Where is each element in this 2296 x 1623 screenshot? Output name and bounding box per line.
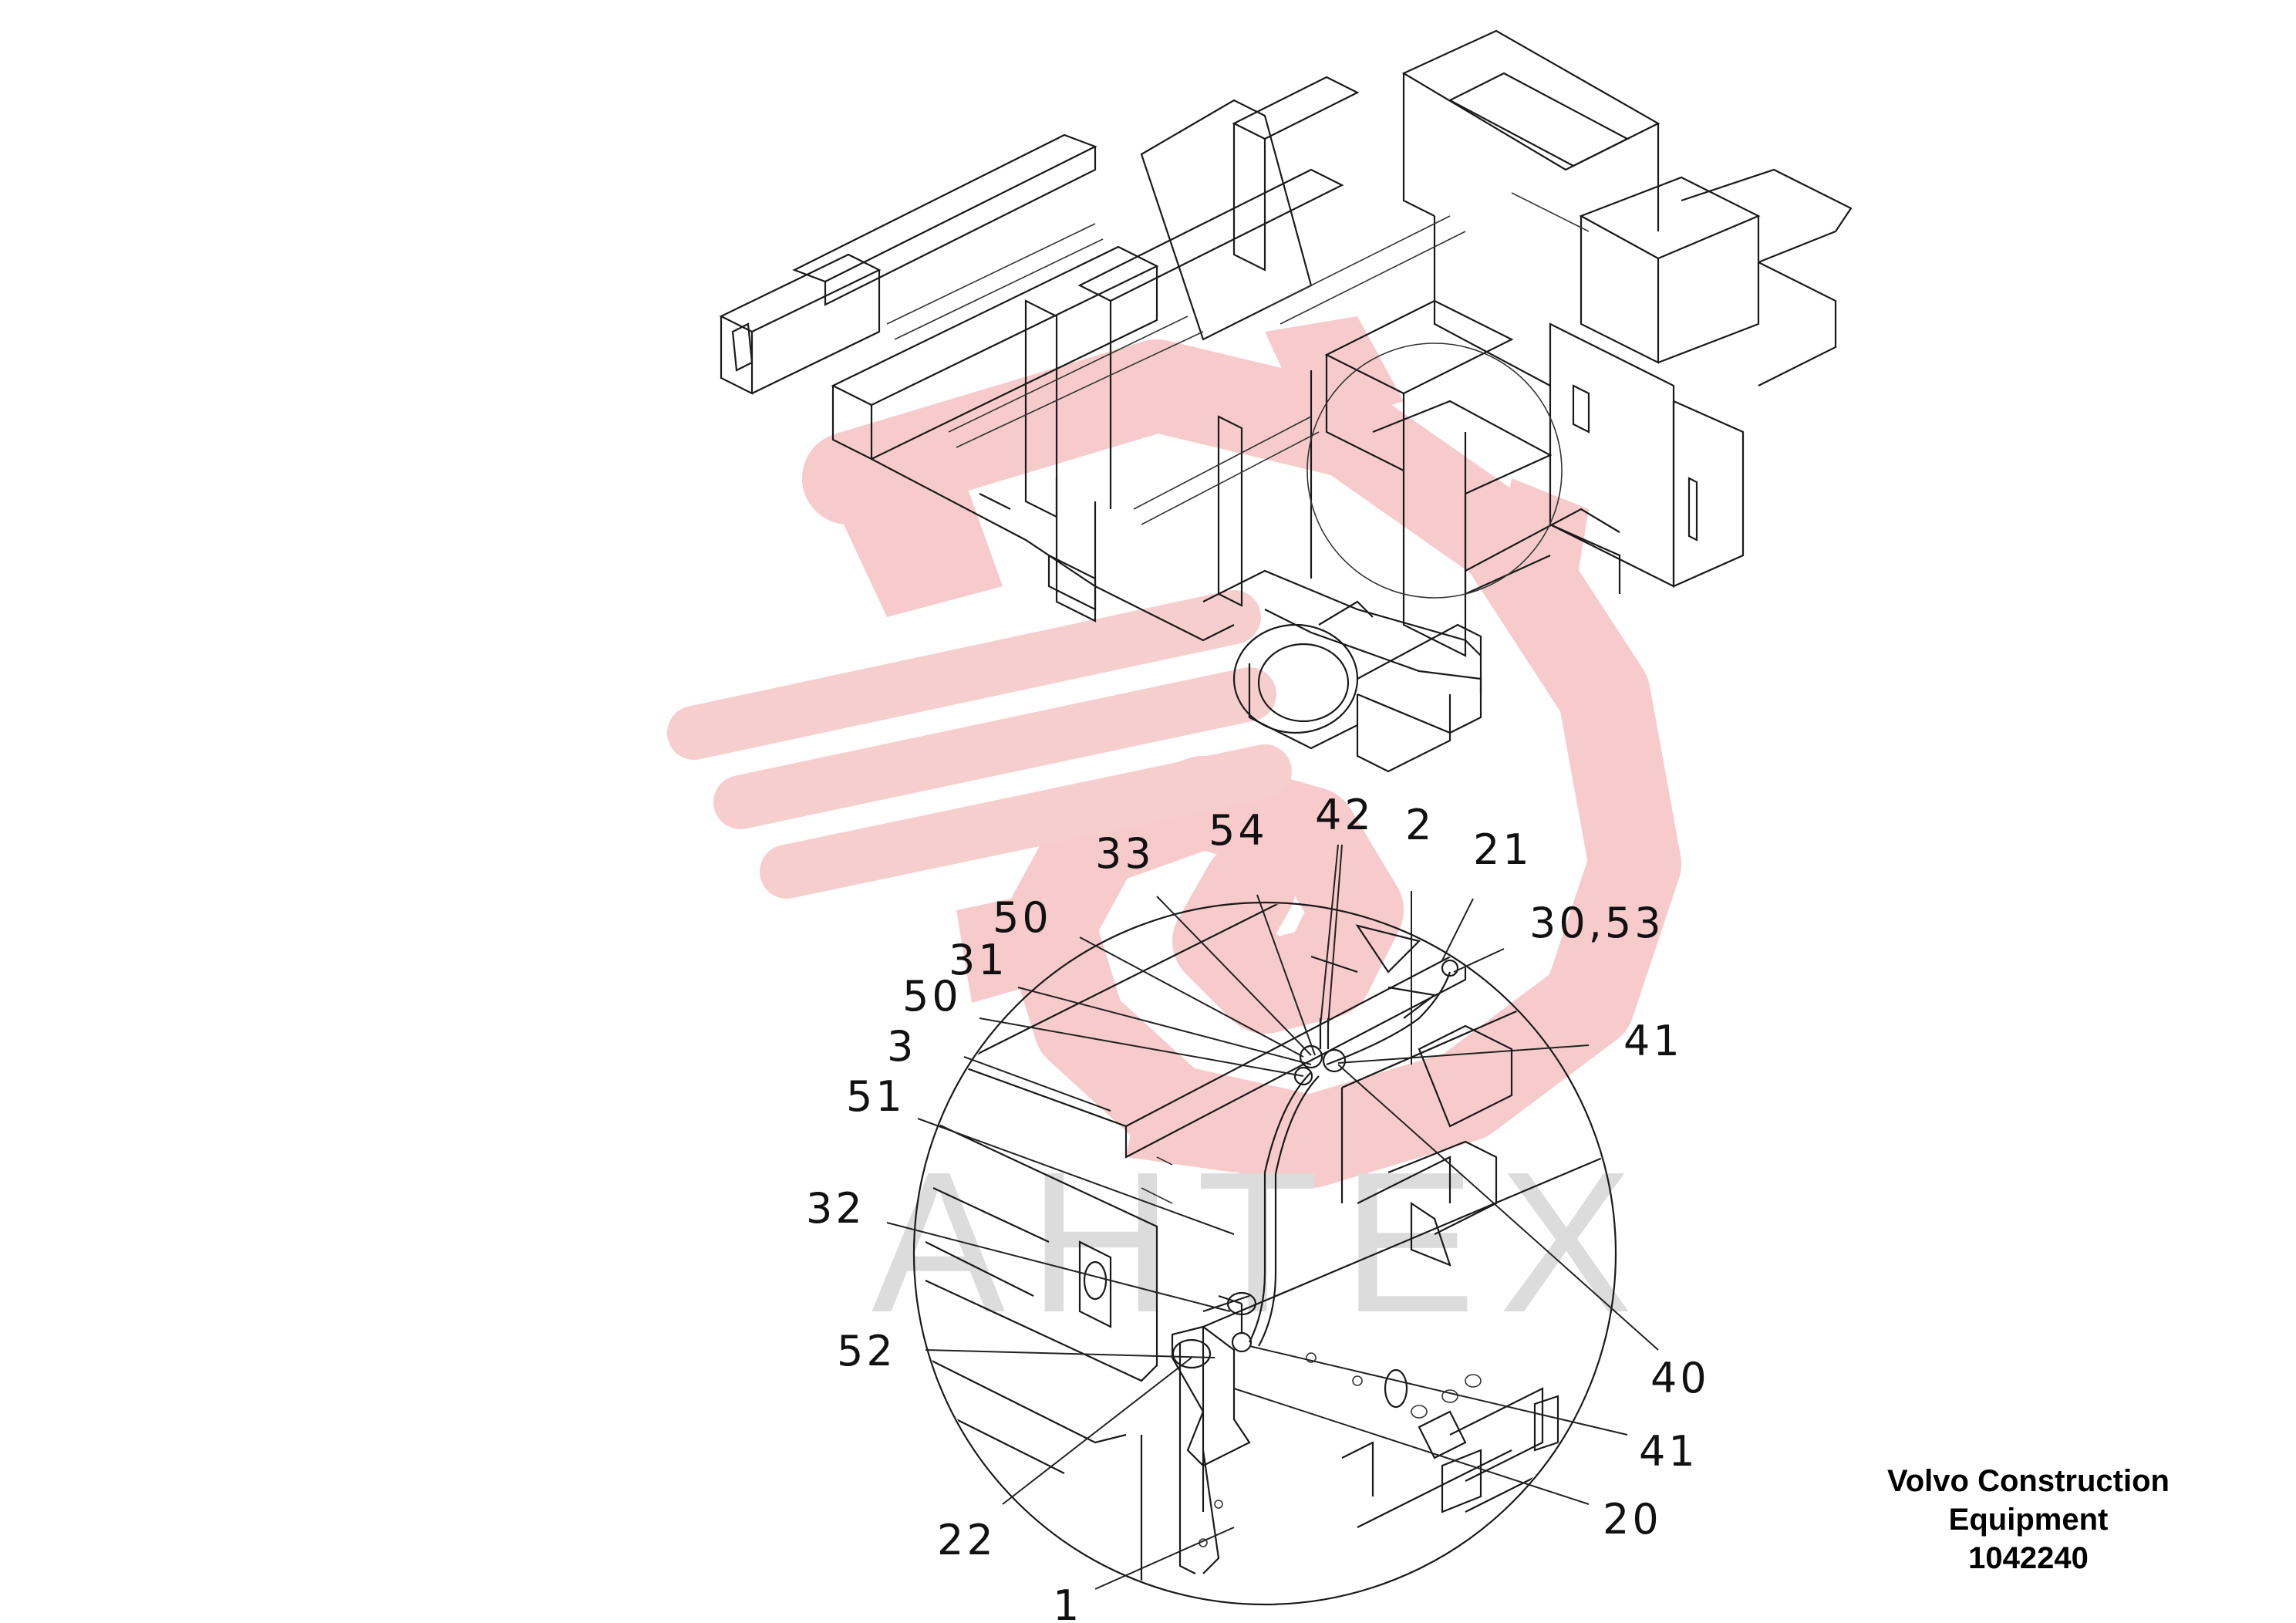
callout-41-upper: 41: [1623, 1017, 1683, 1065]
manufacturer-name-line1: Volvo Construction: [1887, 1464, 2170, 1498]
callout-labels: 33 54 42 2 21 30,53 50 31 50 3 51 41 32 …: [806, 791, 1710, 1623]
callout-21: 21: [1473, 825, 1532, 874]
callout-51: 51: [846, 1072, 905, 1121]
callout-20: 20: [1603, 1495, 1662, 1544]
callout-30-53: 30,53: [1529, 899, 1664, 947]
callout-52: 52: [837, 1327, 896, 1375]
callout-3: 3: [887, 1022, 916, 1071]
frame-assembly: [719, 29, 1853, 773]
manufacturer-block: Volvo Construction Equipment 1042240: [1836, 1462, 2221, 1577]
callout-1: 1: [1053, 1581, 1082, 1623]
callout-33: 33: [1095, 829, 1155, 878]
callout-54: 54: [1209, 806, 1268, 855]
part-number: 1042240: [1968, 1541, 2089, 1575]
callout-41-lower: 41: [1639, 1427, 1698, 1476]
manufacturer-name-line2: Equipment: [1948, 1503, 2109, 1537]
callout-31: 31: [949, 936, 1008, 984]
leader-lines: [886, 844, 1659, 1590]
callout-2: 2: [1405, 801, 1435, 849]
callout-42: 42: [1315, 791, 1374, 839]
callout-50-lower: 50: [902, 972, 962, 1021]
watermark-logo: [667, 316, 1681, 1188]
callout-40: 40: [1650, 1354, 1710, 1402]
callout-32: 32: [806, 1184, 865, 1233]
callout-50-upper: 50: [993, 893, 1052, 942]
callout-22: 22: [937, 1516, 996, 1564]
watermark-text: AHTEX: [872, 1131, 1656, 1355]
